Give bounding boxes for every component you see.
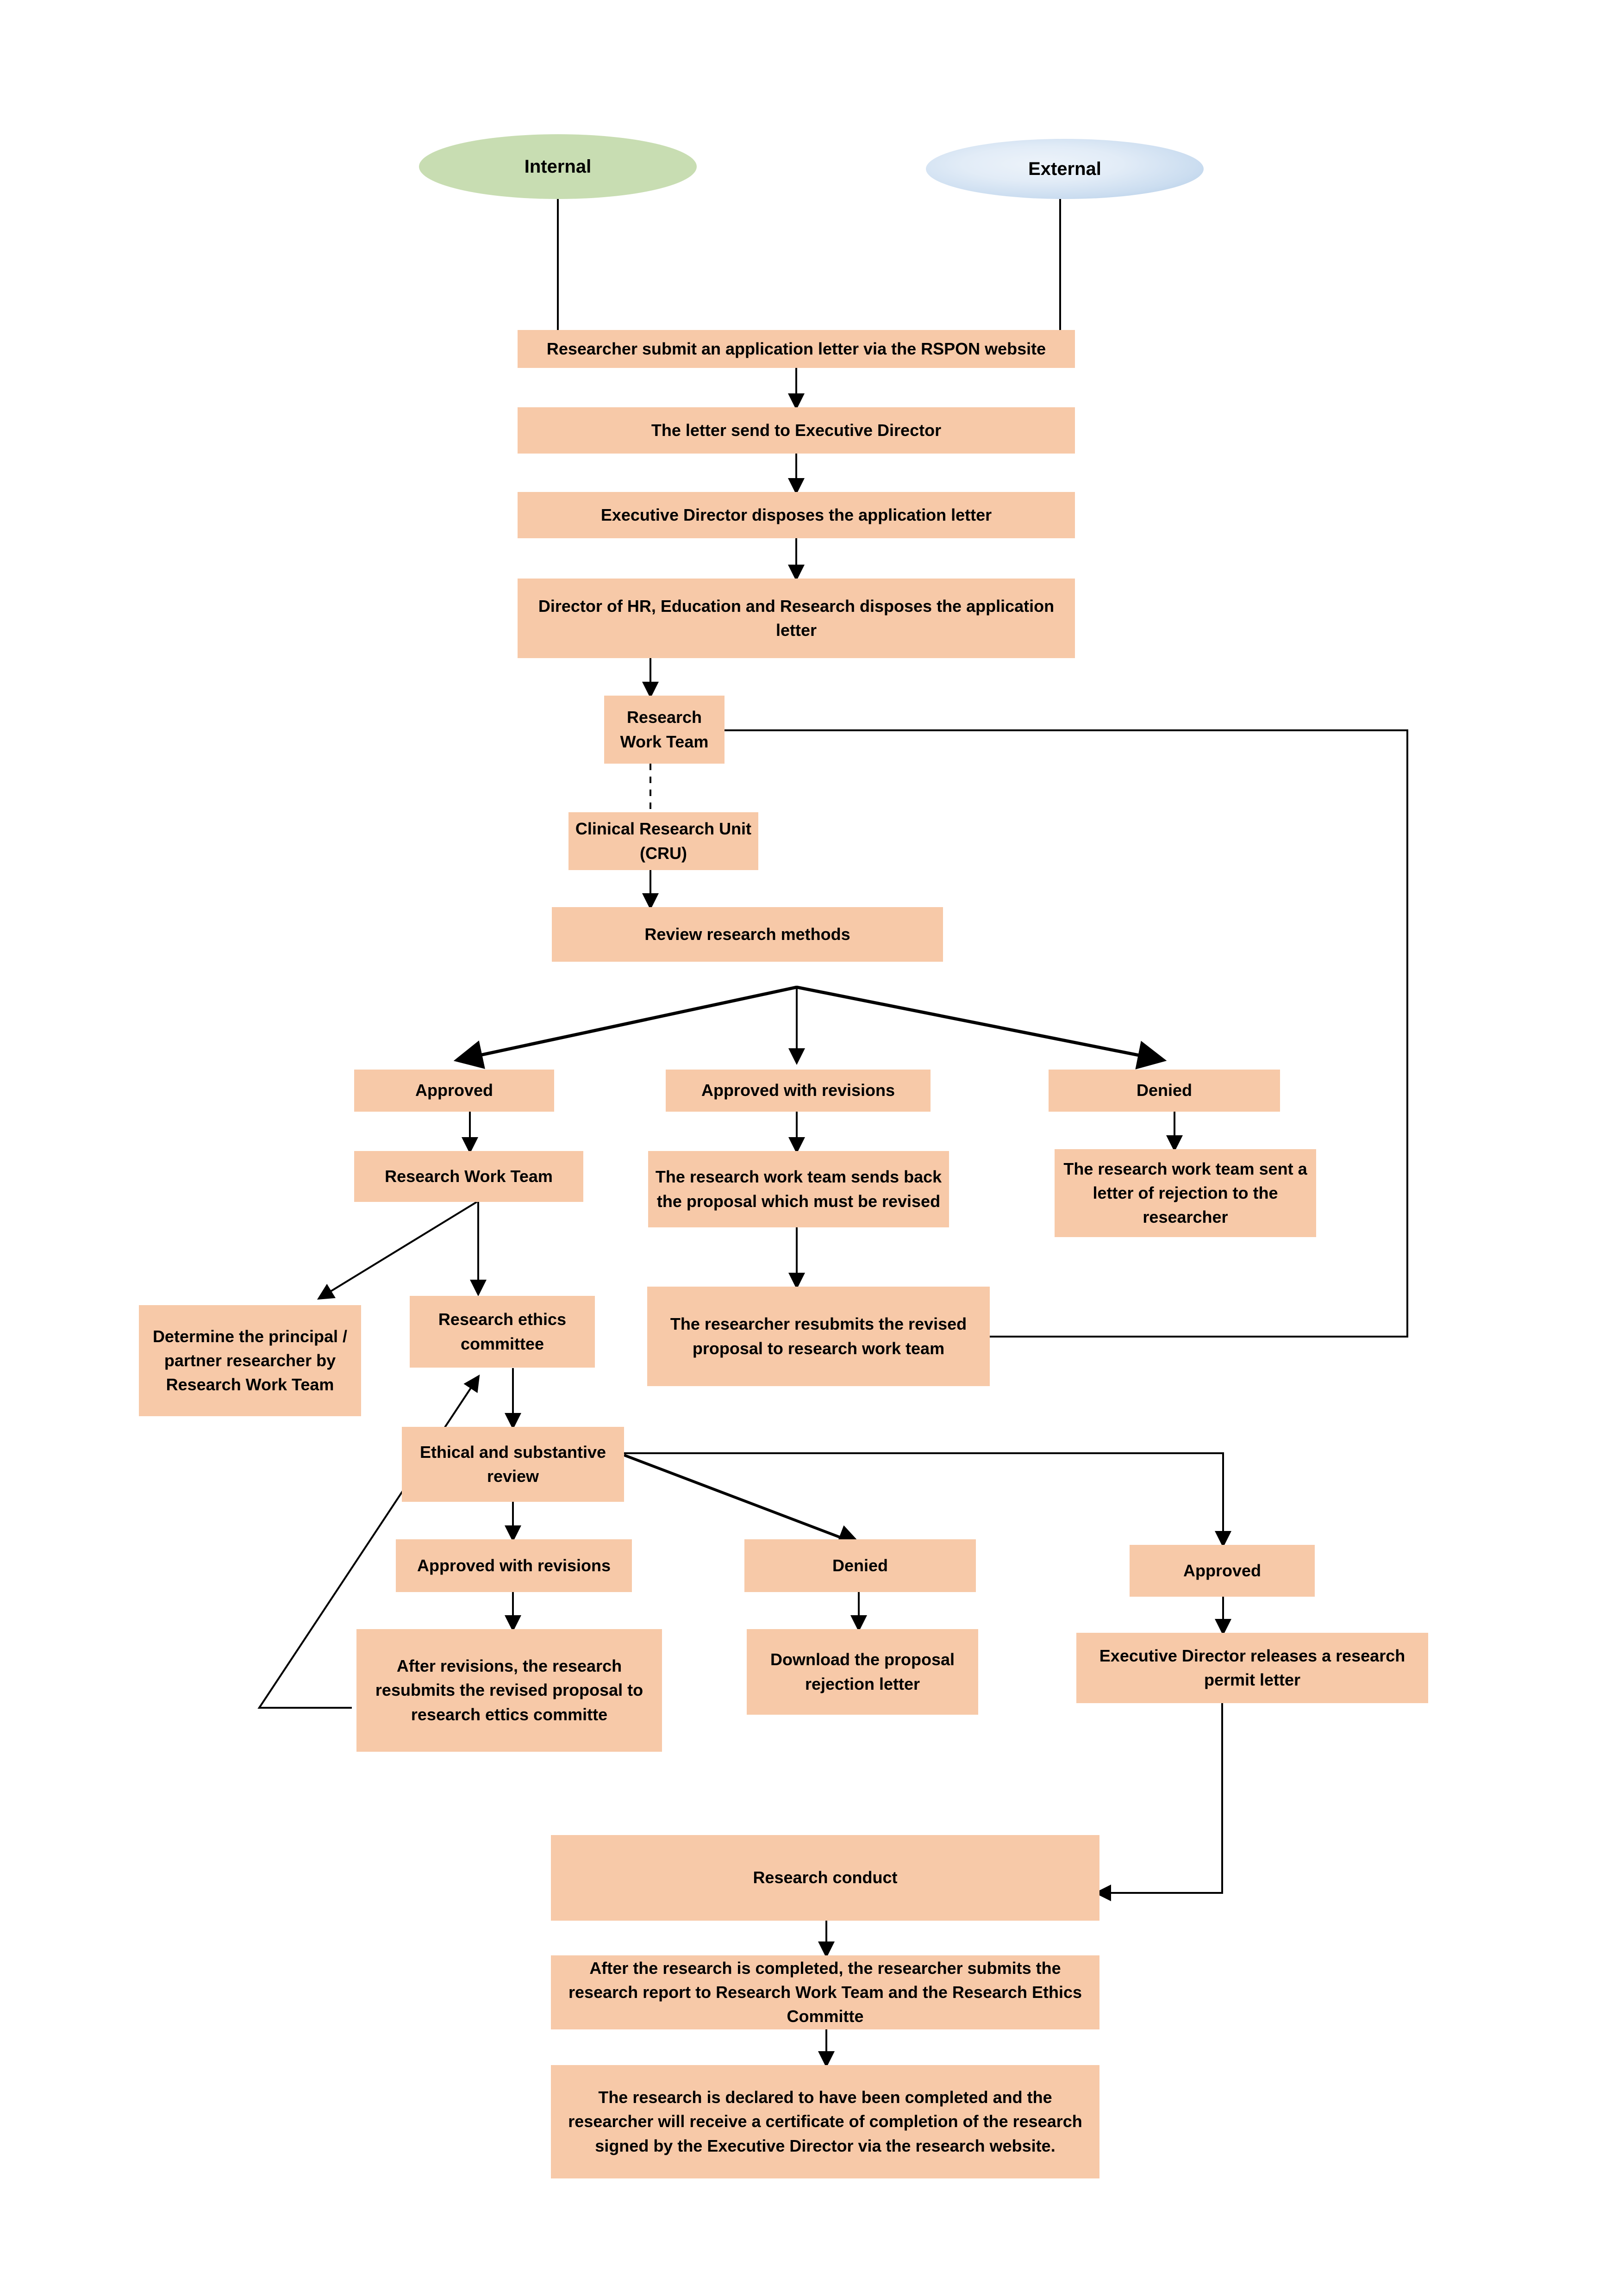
- process-team-sends-back-proposal[interactable]: The research work team sends back the pr…: [648, 1151, 949, 1227]
- process-team-sent-rejection-letter[interactable]: The research work team sent a letter of …: [1055, 1149, 1316, 1237]
- outcome-denied-1[interactable]: Denied: [1049, 1070, 1280, 1112]
- outcome-approved-1[interactable]: Approved: [354, 1070, 554, 1112]
- terminator-external[interactable]: External: [926, 139, 1204, 199]
- process-hr-director-disposes[interactable]: Director of HR, Education and Research d…: [518, 579, 1075, 658]
- process-research-ethics-committee[interactable]: Research ethics committee: [410, 1296, 595, 1368]
- process-submit-application-letter[interactable]: Researcher submit an application letter …: [518, 330, 1075, 368]
- process-after-revisions-resubmit-to-ethics[interactable]: After revisions, the research resubmits …: [356, 1629, 662, 1752]
- outcome-approved-with-revisions-1[interactable]: Approved with revisions: [666, 1070, 931, 1112]
- process-research-conduct[interactable]: Research conduct: [551, 1835, 1099, 1921]
- process-executive-director-disposes[interactable]: Executive Director disposes the applicat…: [518, 492, 1075, 538]
- edge-rwt2-to-determine: [317, 1201, 478, 1300]
- process-download-rejection-letter[interactable]: Download the proposal rejection letter: [747, 1629, 978, 1715]
- outcome-denied-2[interactable]: Denied: [744, 1539, 976, 1592]
- process-research-declared-completed[interactable]: The research is declared to have been co…: [551, 2065, 1099, 2178]
- process-letter-to-executive-director[interactable]: The letter send to Executive Director: [518, 407, 1075, 454]
- edge-permit-to-conduct: [1094, 1703, 1223, 1901]
- process-research-work-team-1[interactable]: Research Work Team: [604, 696, 725, 764]
- process-review-research-methods[interactable]: Review research methods: [552, 907, 943, 962]
- process-clinical-research-unit[interactable]: Clinical Research Unit (CRU): [568, 812, 758, 870]
- edge-review2-to-approved2: [624, 1452, 1231, 1548]
- process-determine-principal-researcher[interactable]: Determine the principal / partner resear…: [139, 1305, 361, 1416]
- edge-review2-to-denied2: [623, 1454, 863, 1549]
- outcome-approved-2[interactable]: Approved: [1130, 1545, 1315, 1597]
- process-research-work-team-2[interactable]: Research Work Team: [354, 1151, 583, 1202]
- edge-review-to-approved: [453, 985, 797, 1069]
- process-executive-director-releases-permit[interactable]: Executive Director releases a research p…: [1076, 1633, 1428, 1703]
- edge-resubmit-loop-to-rwt1: [694, 729, 1408, 1338]
- process-submit-research-report[interactable]: After the research is completed, the res…: [551, 1955, 1099, 2029]
- edge-review-to-denied: [796, 985, 1167, 1070]
- process-ethical-substantive-review[interactable]: Ethical and substantive review: [402, 1427, 624, 1502]
- terminator-internal[interactable]: Internal: [419, 134, 697, 199]
- process-researcher-resubmits-to-work-team[interactable]: The researcher resubmits the revised pro…: [647, 1287, 990, 1386]
- outcome-approved-with-revisions-2[interactable]: Approved with revisions: [396, 1539, 632, 1592]
